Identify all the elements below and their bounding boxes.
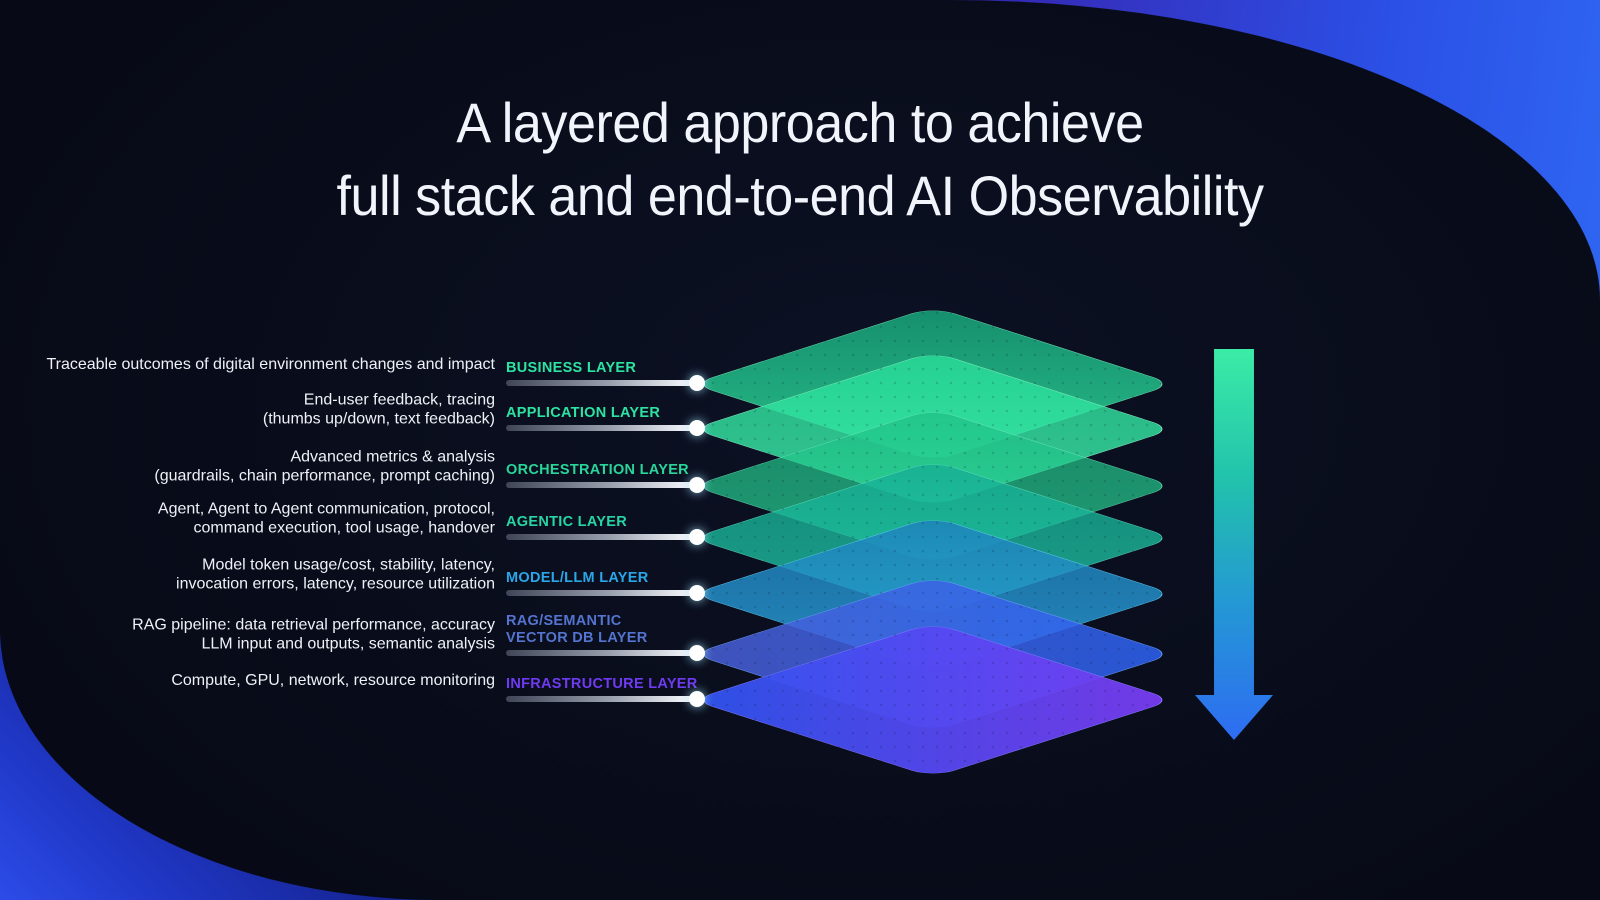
layer-label: RAG/SEMANTIC VECTOR DB LAYER xyxy=(506,613,648,646)
layer-description: Compute, GPU, network, resource monitori… xyxy=(171,671,495,689)
connector-dot xyxy=(689,691,705,707)
connector-line xyxy=(506,477,705,493)
layer-description: Agent, Agent to Agent communication, pro… xyxy=(157,500,495,537)
connector-line xyxy=(506,529,705,545)
slide-title-line-1: A layered approach to achieve xyxy=(456,91,1144,154)
connector-dot xyxy=(689,585,705,601)
connector-line xyxy=(506,420,705,436)
layer-description: End-user feedback, tracing (thumbs up/do… xyxy=(262,391,495,428)
connector-line xyxy=(506,375,705,391)
layer-description: RAG pipeline: data retrieval performance… xyxy=(132,616,495,653)
layer-label: INFRASTRUCTURE LAYER xyxy=(506,675,698,692)
layer-description: Model token usage/cost, stability, laten… xyxy=(176,556,495,593)
layer-label: BUSINESS LAYER xyxy=(506,359,637,376)
connector-dot xyxy=(689,420,705,436)
layer-label: ORCHESTRATION LAYER xyxy=(506,461,689,478)
connector-line xyxy=(506,585,705,601)
connector-dot xyxy=(689,477,705,493)
layer-description: Advanced metrics & analysis (guardrails,… xyxy=(154,448,495,485)
layer-description: Traceable outcomes of digital environmen… xyxy=(46,355,495,373)
connector-line xyxy=(506,645,705,661)
layer-label: MODEL/LLM LAYER xyxy=(506,569,649,586)
slide-title-line-2: full stack and end-to-end AI Observabili… xyxy=(336,164,1264,227)
layer-label: APPLICATION LAYER xyxy=(506,404,661,421)
connector-dot xyxy=(689,645,705,661)
slide-title: A layered approach to achieve full stack… xyxy=(56,86,1544,232)
connector-line xyxy=(506,691,705,707)
connector-dot xyxy=(689,375,705,391)
connector-dot xyxy=(689,529,705,545)
layer-label: AGENTIC LAYER xyxy=(506,513,627,530)
